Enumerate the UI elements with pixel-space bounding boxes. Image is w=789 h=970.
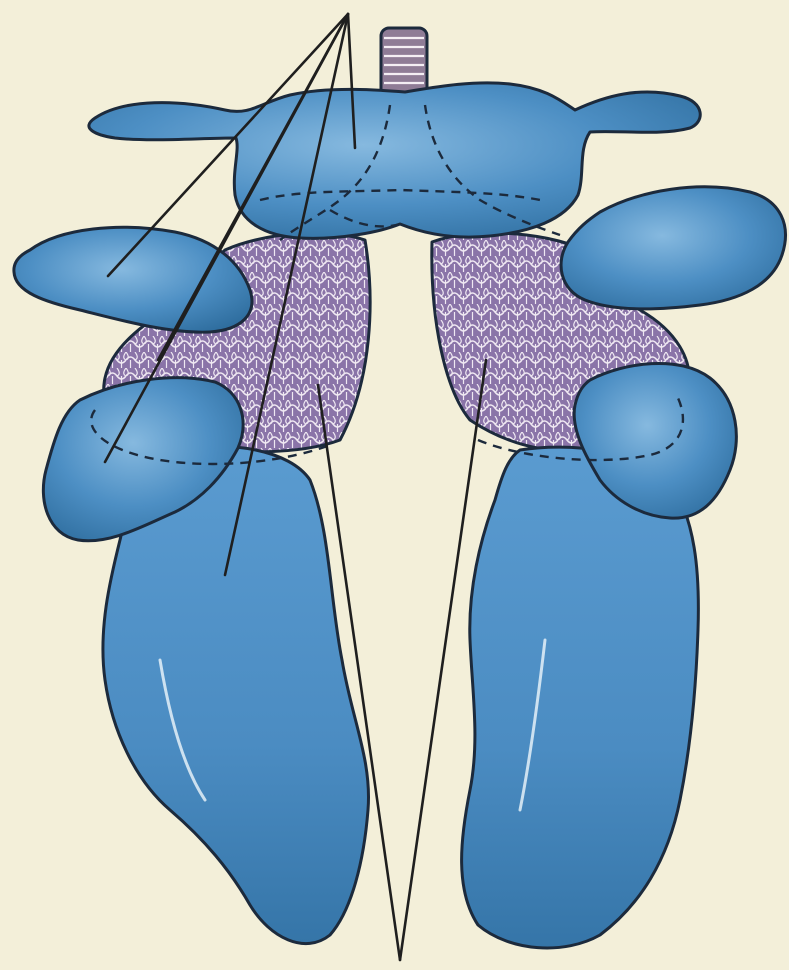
right-abdominal-air-sac — [462, 447, 699, 948]
right-anterior-thoracic-air-sac — [561, 187, 785, 309]
trachea — [381, 28, 427, 98]
left-anterior-thoracic-air-sac — [14, 227, 252, 332]
